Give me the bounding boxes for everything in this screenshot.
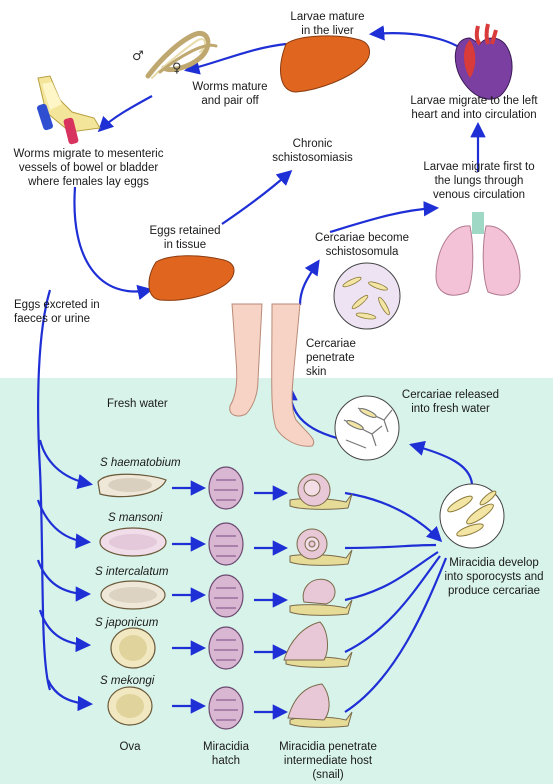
label-line: intermediate host — [283, 755, 373, 767]
ova-icons — [97, 473, 167, 726]
label-line: into sporocysts and — [444, 571, 544, 583]
label-line: and pair off — [201, 95, 259, 107]
label-line: faeces or urine — [14, 313, 91, 325]
miracidium-icon — [208, 626, 244, 670]
label-line: Miracidia — [202, 741, 249, 753]
label-line: heart and into circulation — [411, 109, 537, 121]
label-larvae-liver: Larvae mature in the liver — [280, 10, 375, 38]
snail-icon — [289, 528, 353, 566]
liver-icon — [148, 255, 235, 301]
label-line: Worms mature — [192, 81, 268, 93]
worms-icon — [145, 30, 218, 79]
cycle-arrows — [73, 25, 486, 485]
label-eggs-retained: Eggs retained in tissue — [140, 224, 230, 252]
label-line: Eggs retained — [149, 225, 221, 237]
female-symbol: ♀ — [172, 61, 182, 76]
label-cercariae-become: Cercariae become schistosomula — [308, 231, 416, 259]
label-eggs-excreted: Eggs excreted in faeces or urine — [14, 298, 100, 326]
species-label: S japonicum — [95, 617, 159, 629]
miracidium-icon — [208, 466, 244, 510]
label-larvae-heart: Larvae migrate to the left heart and int… — [395, 94, 553, 122]
label-line: where females lay eggs — [28, 176, 149, 188]
label-line: into fresh water — [411, 403, 490, 415]
ova-icon — [99, 527, 167, 557]
species-label: S mansoni — [108, 512, 163, 524]
snail-icon — [287, 683, 353, 728]
label-ova: Ova — [119, 741, 141, 753]
label-miracidia-hatch: Miracidia hatch — [190, 740, 262, 768]
sporocyst-icon — [439, 483, 505, 549]
miracidia-icons — [208, 466, 244, 730]
bowel-icon — [37, 75, 101, 145]
label-line: Cercariae — [306, 338, 356, 350]
heart-icon — [454, 23, 513, 100]
label-line: Larvae migrate to the left — [410, 95, 538, 107]
label-line: Eggs excreted in — [14, 299, 100, 311]
label-line: schistosomula — [325, 246, 399, 258]
species-label: S intercalatum — [95, 566, 169, 578]
schistosomula-icon — [333, 262, 401, 330]
label-line: hatch — [211, 755, 241, 767]
male-symbol: ♂ — [132, 49, 144, 64]
excretion-arrows — [36, 289, 94, 712]
label-line: (snail) — [312, 769, 344, 781]
label-larvae-lungs: Larvae migrate first to the lungs throug… — [405, 160, 553, 202]
label-fresh-water: Fresh water — [107, 398, 168, 410]
snail-icon — [289, 473, 353, 510]
ova-icon — [100, 580, 166, 610]
label-line: Cercariae released — [401, 389, 500, 401]
label-line: venous circulation — [432, 189, 526, 201]
snail-icons — [283, 473, 353, 728]
miracidium-icon — [208, 686, 244, 730]
snail-icon — [283, 621, 353, 668]
label-line: skin — [306, 366, 327, 378]
label-worms-migrate: Worms migrate to mesenteric vessels of b… — [6, 147, 171, 189]
label-line: vessels of bowel or bladder — [18, 162, 159, 174]
label-line: the lungs through — [434, 175, 524, 187]
label-line: Larvae migrate first to — [423, 161, 535, 173]
label-line: penetrate — [306, 352, 355, 364]
row-arrows — [172, 480, 289, 720]
label-line: Worms migrate to mesenteric — [13, 148, 164, 160]
label-cercariae-penetrate: Cercariae penetrate skin — [306, 337, 356, 379]
label-chronic: Chronic schistosomiasis — [260, 137, 365, 165]
miracidium-icon — [208, 574, 244, 618]
liver-icon — [280, 35, 370, 93]
ova-icon — [97, 473, 167, 498]
legs-icon — [229, 303, 315, 447]
miracidium-icon — [208, 522, 244, 566]
species-label: S haematobium — [100, 457, 181, 469]
label-line: in tissue — [163, 239, 207, 251]
label-line: schistosomiasis — [272, 152, 353, 164]
snail-to-sporocyst-arrows — [344, 491, 448, 713]
label-miracidia-develop: Miracidia develop into sporocysts and pr… — [435, 556, 553, 598]
lungs-icon — [435, 212, 521, 296]
label-line: Miracidia penetrate — [279, 741, 377, 753]
label-line: Cercariae become — [315, 232, 409, 244]
species-label: S mekongi — [100, 675, 155, 687]
ova-icon — [110, 627, 156, 669]
label-line: Chronic — [292, 138, 333, 150]
label-worms-pair: Worms mature and pair off — [185, 80, 275, 108]
label-cercariae-released: Cercariae released into fresh water — [388, 388, 513, 416]
ova-icon — [107, 686, 153, 726]
label-miracidia-penetrate: Miracidia penetrate intermediate host (s… — [268, 740, 388, 782]
label-line: Miracidia develop — [449, 557, 539, 569]
label-line: in the liver — [301, 25, 354, 37]
snail-icon — [289, 578, 353, 616]
label-line: produce cercariae — [447, 585, 541, 597]
cercariae-icon — [334, 395, 400, 461]
label-line: Larvae mature — [290, 11, 365, 23]
